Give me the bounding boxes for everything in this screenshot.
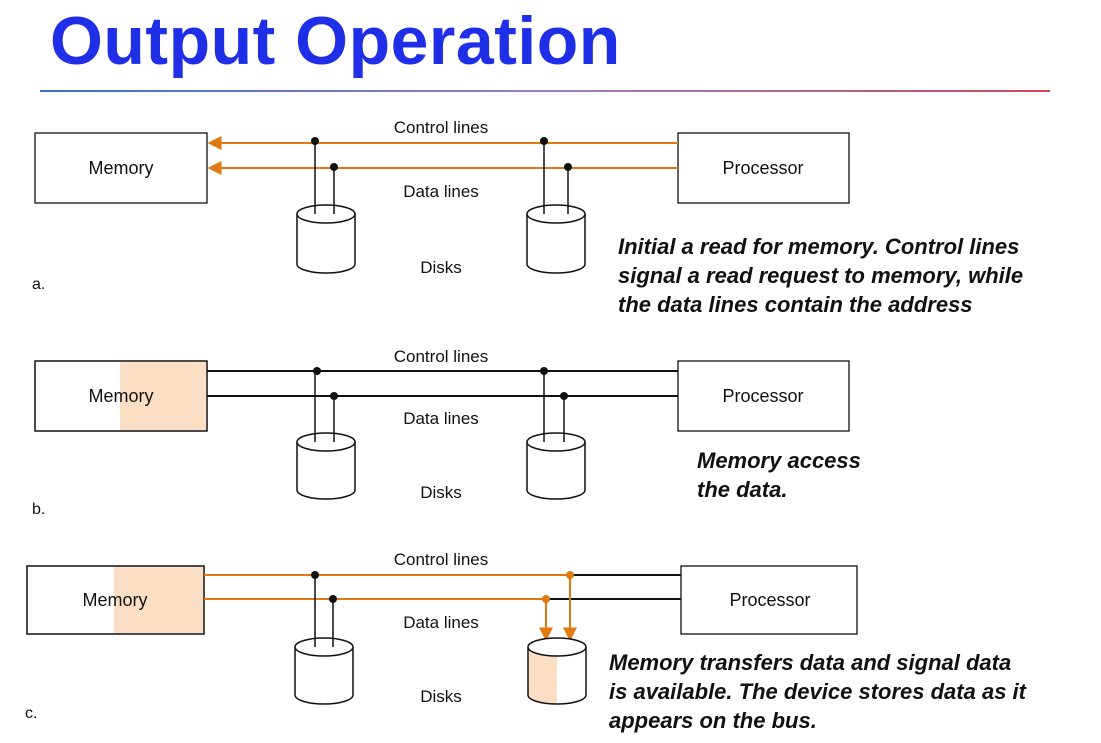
panel-c: Memory Processor Con: [25, 550, 1028, 733]
bus-junction-dot: [566, 571, 574, 579]
disk-icon: [526, 204, 586, 274]
caption-line: signal a read request to memory, while: [618, 263, 1023, 288]
bus-junction-dot: [329, 595, 337, 603]
processor-label: Processor: [722, 386, 803, 406]
processor-label: Processor: [729, 590, 810, 610]
disk-icon: [296, 432, 356, 500]
data-lines-label: Data lines: [403, 409, 479, 428]
disks-label: Disks: [420, 258, 462, 277]
control-lines-label: Control lines: [394, 550, 489, 569]
disk-icon-active: [527, 637, 587, 705]
step-label: c.: [25, 705, 37, 722]
panel-a: Memory Processor Control lines: [32, 118, 1023, 317]
title-divider: [40, 90, 1050, 92]
memory-label: Memory: [82, 590, 147, 610]
disk-icon: [296, 204, 356, 274]
disk-icon: [294, 637, 354, 705]
caption-line: the data.: [697, 477, 787, 502]
memory-label: Memory: [88, 386, 153, 406]
step-label: a.: [32, 276, 45, 293]
data-lines-label: Data lines: [403, 613, 479, 632]
bus-junction-dot: [311, 137, 319, 145]
disks-label: Disks: [420, 483, 462, 502]
bus-junction-dot: [564, 163, 572, 171]
step-label: b.: [32, 501, 45, 518]
processor-box: [677, 132, 850, 204]
memory-box: [34, 132, 208, 204]
caption-line: appears on the bus.: [609, 708, 817, 733]
bus-junction-dot: [313, 367, 321, 375]
memory-label: Memory: [88, 158, 153, 178]
bus-junction-dot: [540, 137, 548, 145]
disk-icon: [526, 432, 586, 500]
bus-junction-dot: [330, 163, 338, 171]
control-lines-label: Control lines: [394, 118, 489, 137]
caption-line: is available. The device stores data as …: [609, 679, 1028, 704]
caption-line: Memory access: [697, 448, 861, 473]
memory-highlight: [120, 362, 206, 430]
bus-junction-dot: [560, 392, 568, 400]
page-title: Output Operation: [50, 3, 621, 79]
processor-label: Processor: [722, 158, 803, 178]
disks-label: Disks: [420, 687, 462, 706]
control-lines-label: Control lines: [394, 347, 489, 366]
bus-junction-dot: [311, 571, 319, 579]
caption-line: the data lines contain the address: [618, 292, 973, 317]
bus-junction-dot: [330, 392, 338, 400]
data-lines-label: Data lines: [403, 182, 479, 201]
processor-box: [680, 565, 858, 635]
memory-highlight: [114, 567, 203, 633]
caption-line: Memory transfers data and signal data: [609, 650, 1011, 675]
caption-line: Initial a read for memory. Control lines: [618, 234, 1019, 259]
bus-junction-dot: [542, 595, 550, 603]
panel-b: Memory Processor Control lines Data line…: [32, 347, 861, 518]
bus-junction-dot: [540, 367, 548, 375]
